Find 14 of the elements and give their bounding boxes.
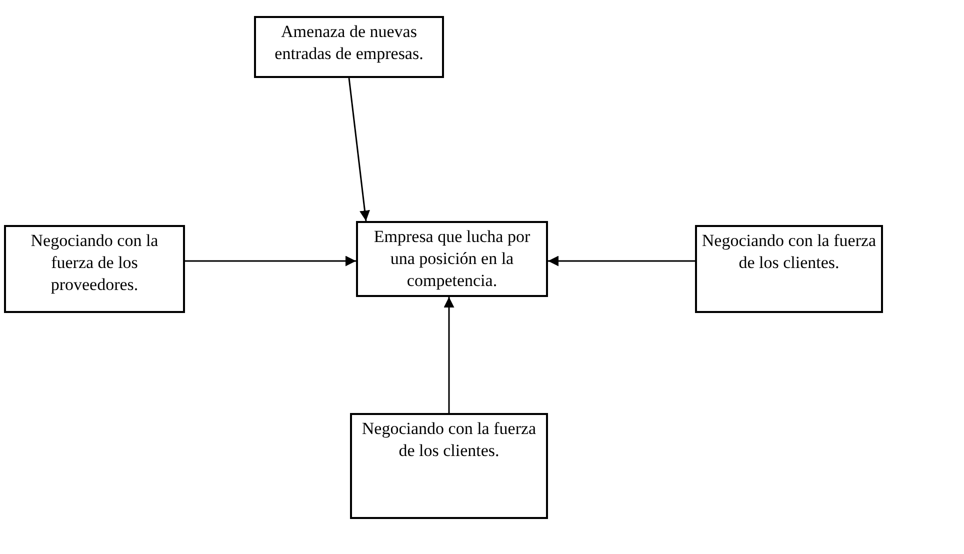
box-text: Negociando con la fuerza de los clientes.: [360, 418, 538, 462]
box-text: Empresa que lucha por una posición en la competencia.: [372, 226, 532, 292]
text-box: [254, 16, 444, 78]
text-box: [350, 413, 548, 519]
box-text: Negociando con la fuerza de los proveedores.: [30, 230, 160, 296]
arrow: [348, 78, 370, 222]
arrow: [444, 297, 454, 413]
arrow: [548, 256, 695, 266]
text-box: [356, 221, 548, 297]
text-box: [4, 225, 185, 313]
text-box: [695, 225, 883, 313]
arrow: [185, 256, 356, 266]
box-text: Amenaza de nuevas entradas de empresas.: [274, 21, 424, 65]
box-text: Negociando con la fuerza de los clientes.: [701, 230, 877, 274]
